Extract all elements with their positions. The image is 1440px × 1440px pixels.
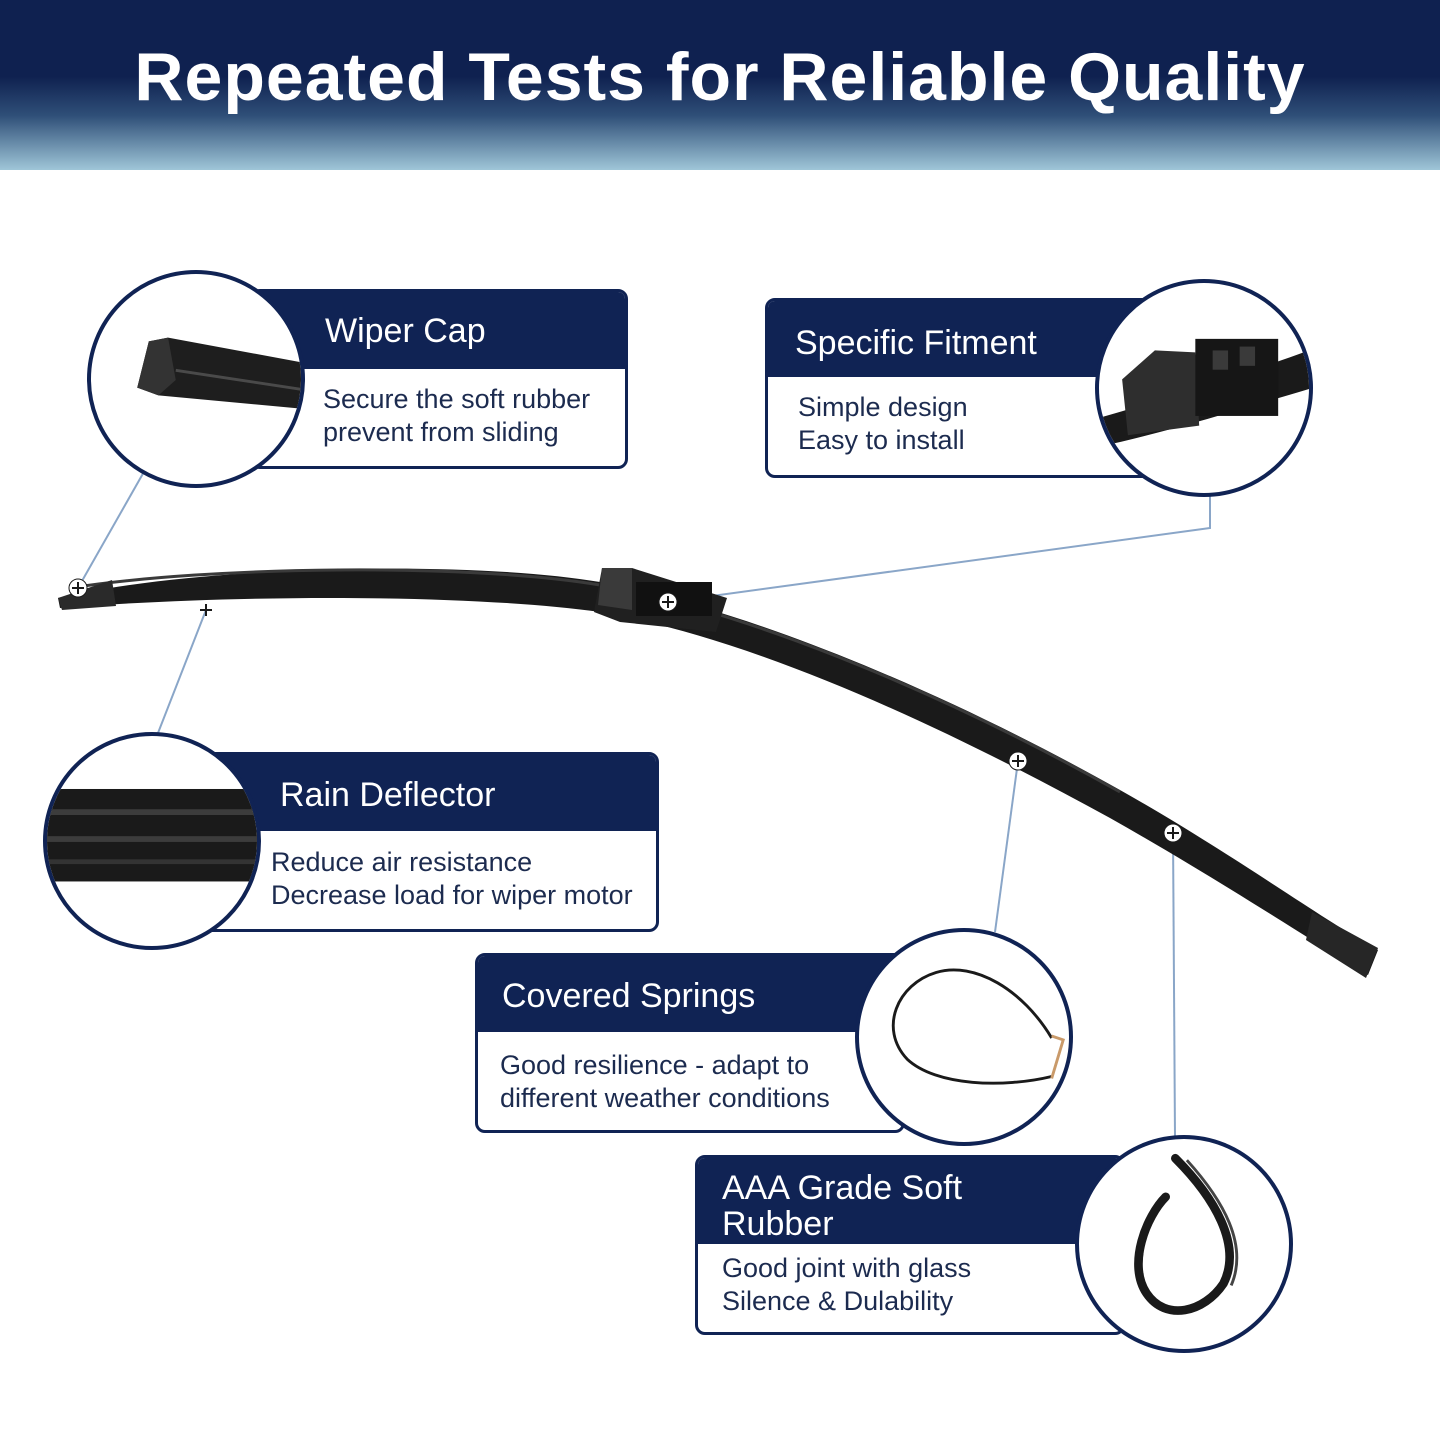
rain-deflector-circle bbox=[43, 732, 261, 950]
card-rain-deflector: Rain Deflector Reduce air resistance Dec… bbox=[200, 752, 659, 932]
card-line: Silence & Dulability bbox=[722, 1286, 954, 1316]
card-line: prevent from sliding bbox=[323, 417, 559, 447]
card-wiper-cap: Wiper Cap Secure the soft rubber prevent… bbox=[250, 289, 628, 469]
card-title: Covered Springs bbox=[478, 956, 902, 1032]
card-line: Good joint with glass bbox=[722, 1253, 972, 1283]
leader-line bbox=[77, 469, 146, 589]
rubber-strip-icon bbox=[1134, 1153, 1239, 1315]
soft-rubber-circle bbox=[1075, 1135, 1293, 1353]
wiper-cap-icon bbox=[137, 337, 301, 409]
rubber-strip-icon bbox=[47, 788, 257, 882]
card-covered-springs: Covered Springs Good resilience - adapt … bbox=[475, 953, 905, 1133]
leader-line bbox=[157, 609, 207, 734]
wiper-cap-circle bbox=[87, 270, 305, 488]
card-line: Simple design bbox=[798, 392, 968, 422]
plus-marker-icon bbox=[68, 578, 1183, 843]
page-title: Repeated Tests for Reliable Quality bbox=[134, 39, 1306, 115]
adapter-clip-icon bbox=[1099, 338, 1309, 447]
covered-springs-circle bbox=[855, 928, 1073, 1146]
card-line: Secure the soft rubber bbox=[323, 384, 591, 414]
leader-line bbox=[667, 490, 1211, 603]
leader-line bbox=[1172, 832, 1176, 1139]
header-banner: Repeated Tests for Reliable Quality bbox=[0, 0, 1440, 170]
specific-fitment-circle bbox=[1095, 279, 1313, 497]
card-soft-rubber: AAA Grade Soft Rubber Good joint with gl… bbox=[695, 1155, 1125, 1335]
card-line: Decrease load for wiper motor bbox=[271, 880, 633, 910]
wiper-blade-icon bbox=[58, 568, 1378, 978]
card-line: Easy to install bbox=[798, 425, 965, 455]
card-title: Specific Fitment bbox=[768, 301, 1152, 377]
card-title: AAA Grade Soft Rubber bbox=[698, 1158, 1122, 1244]
card-title: Wiper Cap bbox=[253, 292, 625, 369]
card-title-line: Rubber bbox=[722, 1205, 834, 1243]
card-title: Rain Deflector bbox=[203, 755, 656, 831]
card-line: different weather conditions bbox=[500, 1083, 830, 1113]
spring-wire-icon bbox=[891, 968, 1066, 1085]
card-line: Good resilience - adapt to bbox=[500, 1050, 810, 1080]
card-line: Reduce air resistance bbox=[271, 847, 533, 877]
card-specific-fitment: Specific Fitment Simple design Easy to i… bbox=[765, 298, 1155, 478]
card-title-line: AAA Grade Soft bbox=[722, 1169, 963, 1207]
leader-line bbox=[994, 760, 1019, 933]
